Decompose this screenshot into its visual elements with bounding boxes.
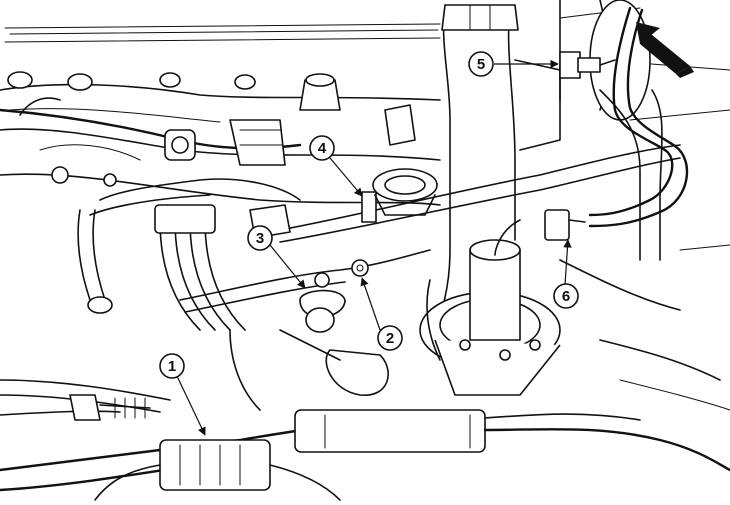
vacuum-pump (419, 239, 561, 396)
callout-3-label: 3 (256, 230, 264, 247)
fuel-pipe (179, 144, 681, 313)
connector-1 (94, 439, 341, 501)
vacuum-hose (588, 6, 689, 261)
injector-harness (77, 178, 301, 331)
callout-1: 1 (159, 353, 185, 379)
callout-5-label: 5 (477, 56, 485, 73)
front-direction-arrow-icon (636, 22, 694, 78)
intake-pipe (429, 4, 561, 341)
callout-4-label: 4 (318, 140, 327, 157)
callout-6-label: 6 (562, 288, 570, 305)
cylinder-head (0, 71, 441, 206)
hood-edge-lines (4, 7, 730, 121)
sensor-6 (494, 209, 586, 256)
main-harness (0, 379, 730, 492)
wiring-loom-top (0, 97, 302, 166)
leader-lines (175, 59, 572, 436)
sensor-5 (559, 51, 616, 79)
callout-6: 6 (553, 283, 579, 309)
callout-1-label: 1 (168, 358, 176, 375)
callout-2-label: 2 (386, 330, 394, 347)
right-side-lines (559, 244, 730, 411)
callout-2: 2 (377, 325, 403, 351)
callout-3: 3 (247, 225, 273, 251)
lower-component (229, 329, 389, 411)
sensor-4-housing (361, 168, 438, 223)
bolt-2-area (299, 259, 369, 333)
callout-4: 4 (309, 135, 335, 161)
callout-5: 5 (468, 51, 494, 77)
